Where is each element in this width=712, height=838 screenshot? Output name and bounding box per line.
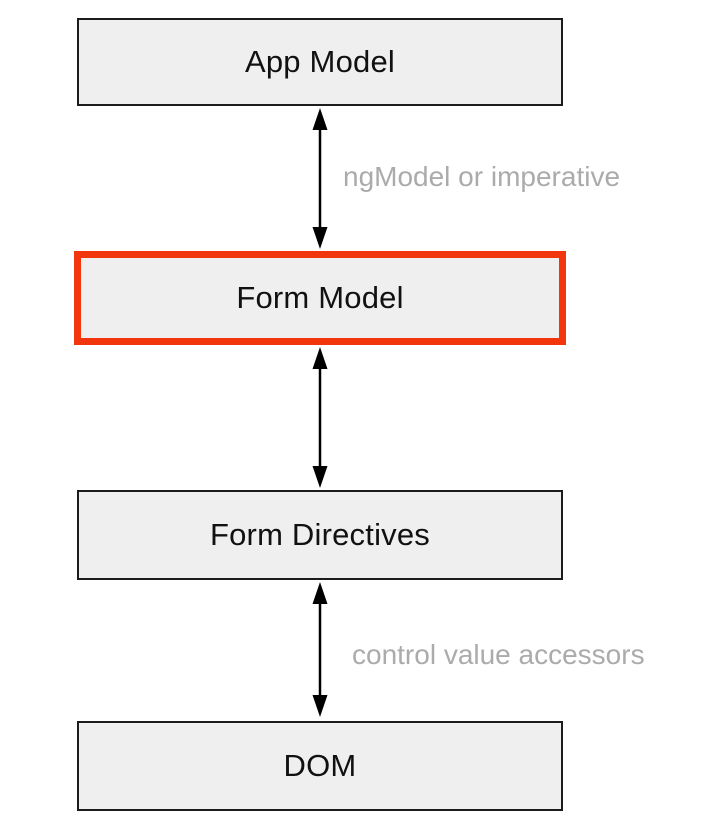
- form-directives-label: Form Directives: [209, 517, 430, 552]
- form-model-label: Form Model: [236, 280, 404, 315]
- dom-box: DOM: [77, 721, 563, 811]
- app-model-box: App Model: [77, 18, 563, 106]
- connection-label-ngmodel: ngModel or imperative: [343, 161, 621, 192]
- form-directives-box: Form Directives: [77, 490, 563, 580]
- form-model-box: Form Model: [74, 251, 566, 345]
- bidirectional-arrow-app-form: [312, 108, 328, 249]
- connection-label-control-value-accessors: control value accessors: [352, 639, 645, 670]
- app-model-label: App Model: [244, 44, 395, 79]
- bidirectional-arrow-form-directives: [312, 347, 328, 488]
- dom-label: DOM: [283, 748, 357, 783]
- bidirectional-arrow-directives-dom: [312, 582, 328, 717]
